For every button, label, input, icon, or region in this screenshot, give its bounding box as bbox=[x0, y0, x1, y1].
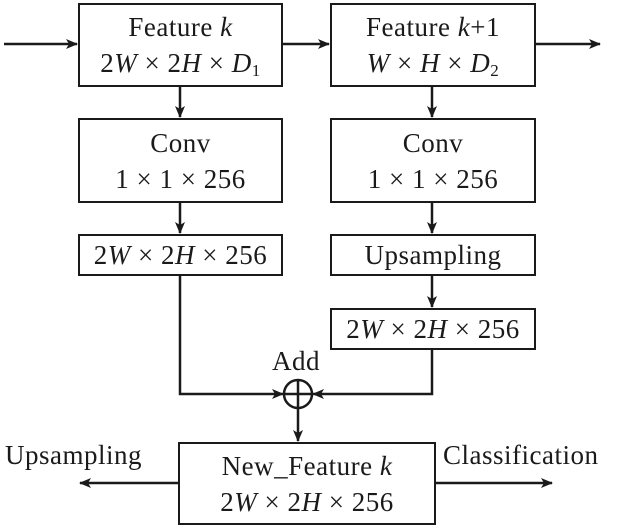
add-label: Add bbox=[272, 346, 320, 376]
upsampling-box: Upsampling bbox=[330, 234, 536, 276]
feature-k1-dims: W × H × D2 bbox=[366, 48, 500, 80]
arrow-upsampled-to-add bbox=[312, 349, 434, 399]
conv-right-title: Conv bbox=[402, 127, 464, 158]
lateral-output-dims: 2W × 2H × 256 bbox=[93, 240, 268, 270]
upsampling-box-title: Upsampling bbox=[364, 240, 502, 270]
classification-output-label: Classification bbox=[443, 440, 599, 470]
new-feature-dims: 2W × 2H × 256 bbox=[220, 486, 394, 517]
feature-k-dims: 2W × 2H × D1 bbox=[100, 48, 261, 80]
conv-right-dims: 1 × 1 × 256 bbox=[367, 163, 499, 194]
lateral-output-box: 2W × 2H × 256 bbox=[78, 234, 283, 276]
upsampling-output-label: Upsampling bbox=[5, 440, 142, 470]
conv-left-dims: 1 × 1 × 256 bbox=[115, 163, 246, 194]
conv-left-box: Conv 1 × 1 × 256 bbox=[78, 118, 283, 203]
feature-k-box: Feature k 2W × 2H × D1 bbox=[78, 3, 283, 87]
new-feature-title: New_Feature k bbox=[221, 450, 393, 481]
feature-k1-title: Feature k+1 bbox=[366, 12, 500, 42]
conv-right-box: Conv 1 × 1 × 256 bbox=[330, 118, 536, 203]
feature-k-title: Feature k bbox=[128, 12, 233, 42]
upsampled-output-dims: 2W × 2H × 256 bbox=[346, 314, 520, 344]
feature-k1-box: Feature k+1 W × H × D2 bbox=[330, 3, 536, 87]
arrow-lateral-to-add bbox=[178, 275, 284, 399]
upsampled-output-box: 2W × 2H × 256 bbox=[330, 308, 536, 350]
conv-left-title: Conv bbox=[150, 127, 211, 158]
add-symbol-icon bbox=[282, 378, 314, 410]
new-feature-box: New_Feature k 2W × 2H × 256 bbox=[178, 442, 436, 525]
